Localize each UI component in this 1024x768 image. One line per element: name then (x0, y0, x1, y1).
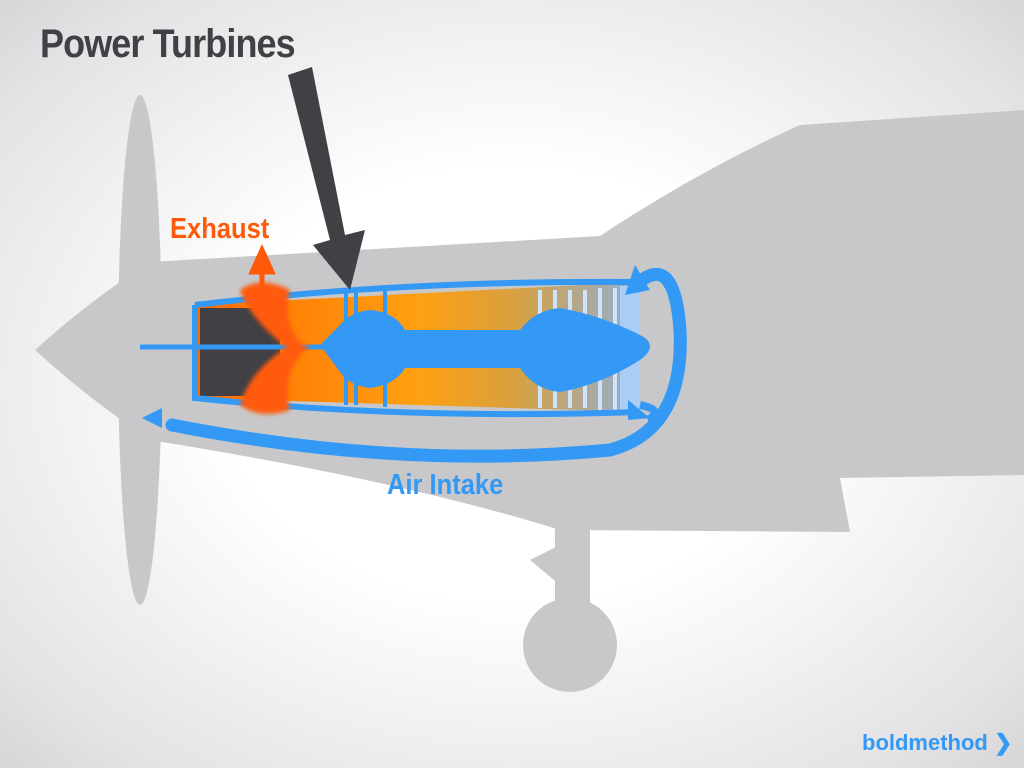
exhaust-arrow-icon (248, 243, 276, 290)
intake-arrow-icon (628, 400, 650, 420)
engine (140, 278, 650, 418)
landing-gear-wheel (523, 598, 617, 692)
turbine-blades (344, 290, 387, 407)
intake-arrow-icon (625, 265, 650, 295)
logo-text: boldmethod (862, 730, 988, 755)
air-intake-label: Air Intake (387, 469, 504, 501)
power-turbines-label: Power Turbines (40, 22, 296, 66)
power-turbines-arrow-icon (288, 67, 365, 290)
exhaust-plumes (240, 282, 310, 414)
air-intake-flow (165, 267, 687, 463)
boldmethod-logo: boldmethod ❯ (862, 730, 1012, 756)
intake-arrow-icon (142, 408, 162, 428)
chevron-right-icon: ❯ (994, 730, 1013, 755)
exhaust-label: Exhaust (170, 213, 270, 245)
landing-gear-strut (530, 520, 590, 610)
propeller (118, 95, 162, 605)
engine-core (320, 308, 650, 392)
